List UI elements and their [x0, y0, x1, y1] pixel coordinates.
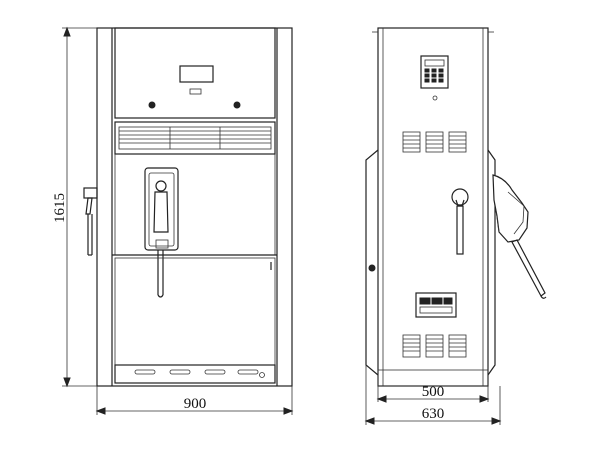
- keypad-key: [424, 73, 430, 78]
- hose-clamp: [83, 187, 98, 199]
- front-bolt-right: [233, 101, 241, 109]
- side-left-lock: [368, 264, 376, 272]
- nozzle-base: [155, 239, 169, 249]
- side-lower-vents: [402, 334, 467, 358]
- dim-arrow-left: [364, 417, 375, 425]
- front-width-dimension: 900: [95, 386, 294, 415]
- side-upper-vents: [402, 131, 467, 153]
- vent-grille-icon: [448, 334, 467, 358]
- side-display-segment: [443, 297, 453, 305]
- keypad-key: [438, 78, 444, 83]
- nozzle-spout-tip: [540, 295, 547, 299]
- side-outer-width-label: 630: [422, 406, 445, 422]
- vent-grille-icon: [448, 131, 467, 153]
- vent-lines: [449, 338, 466, 352]
- keypad-frame: [420, 55, 449, 89]
- side-indicator-light: [432, 95, 438, 101]
- side-base: [377, 369, 489, 387]
- vent-lines: [449, 135, 466, 149]
- nozzle-holster-inner: [148, 172, 175, 247]
- side-display-row: [419, 306, 453, 314]
- keypad-key: [431, 68, 437, 73]
- keypad-keys: [424, 68, 444, 83]
- vent-grille-icon: [169, 369, 191, 375]
- front-bolt-left: [148, 101, 156, 109]
- side-outer-width-dimension: 630: [364, 365, 502, 425]
- dim-arrow-right: [283, 407, 294, 415]
- vent-grille-icon: [402, 334, 421, 358]
- keypad-key: [438, 73, 444, 78]
- vent-grille-icon: [237, 369, 259, 375]
- vent-lines: [426, 338, 443, 352]
- vent-grille-icon: [204, 369, 226, 375]
- keypad-icon: [420, 55, 449, 89]
- nozzle-trigger: [507, 191, 525, 235]
- side-display-segment: [431, 297, 443, 305]
- dim-arrow-bottom: [63, 377, 71, 388]
- nozzle-guard: [495, 209, 500, 233]
- dim-arrow-top: [63, 26, 71, 37]
- vent-lines: [426, 135, 443, 149]
- vent-grille-icon: [402, 131, 421, 153]
- fuel-nozzle-icon: [144, 167, 179, 298]
- nozzle-head: [155, 180, 167, 192]
- side-inner-width-dimension: 500: [376, 384, 490, 403]
- front-small-indicator: [189, 88, 202, 95]
- nozzle-body: [492, 174, 529, 243]
- keypad-key: [424, 78, 430, 83]
- side-lower-display: [415, 292, 457, 318]
- hook-spout: [456, 205, 464, 255]
- dim-arrow-right: [479, 395, 490, 403]
- nozzle-spout: [511, 239, 546, 297]
- nozzle-grip: [153, 191, 169, 233]
- dim-arrow-right: [491, 417, 502, 425]
- side-display-segment: [419, 297, 431, 305]
- hook-ring: [451, 188, 469, 206]
- side-left-panel: [365, 149, 379, 376]
- side-view: [365, 27, 547, 387]
- front-lower-panel: [114, 257, 276, 366]
- keypad-key: [424, 68, 430, 73]
- keypad-key: [431, 73, 437, 78]
- dim-arrow-left: [376, 395, 387, 403]
- front-height-dimension: 1615: [52, 26, 97, 388]
- fuel-nozzle-icon: [492, 174, 547, 299]
- side-nozzle-hook: [451, 188, 469, 255]
- keypad-key: [431, 78, 437, 83]
- keypad-key: [438, 68, 444, 73]
- vent-grille-icon: [425, 334, 444, 358]
- vent-grille-icon: [425, 131, 444, 153]
- front-price-display: [179, 65, 214, 83]
- side-inner-width-label: 500: [422, 384, 445, 400]
- front-height-label: 1615: [52, 193, 68, 223]
- nozzle-holster: [144, 167, 179, 251]
- front-vent-band-inner: [118, 126, 272, 150]
- front-base-plinth: [114, 364, 276, 384]
- front-base-bolt: [259, 372, 265, 378]
- nozzle-spout-tip: [157, 294, 164, 298]
- front-display-panel: [114, 27, 276, 119]
- dim-arrow-left: [95, 407, 106, 415]
- side-right-panel: [487, 149, 496, 376]
- front-width-label: 900: [184, 396, 207, 412]
- hose-nozzle: [85, 197, 93, 215]
- front-vent-band: [114, 121, 276, 155]
- vent-lines: [403, 135, 420, 149]
- front-view: [83, 27, 293, 387]
- vent-lines: [403, 338, 420, 352]
- vent-grille-icon: [134, 369, 156, 375]
- keypad-screen: [424, 59, 445, 67]
- front-side-hose: [83, 187, 98, 256]
